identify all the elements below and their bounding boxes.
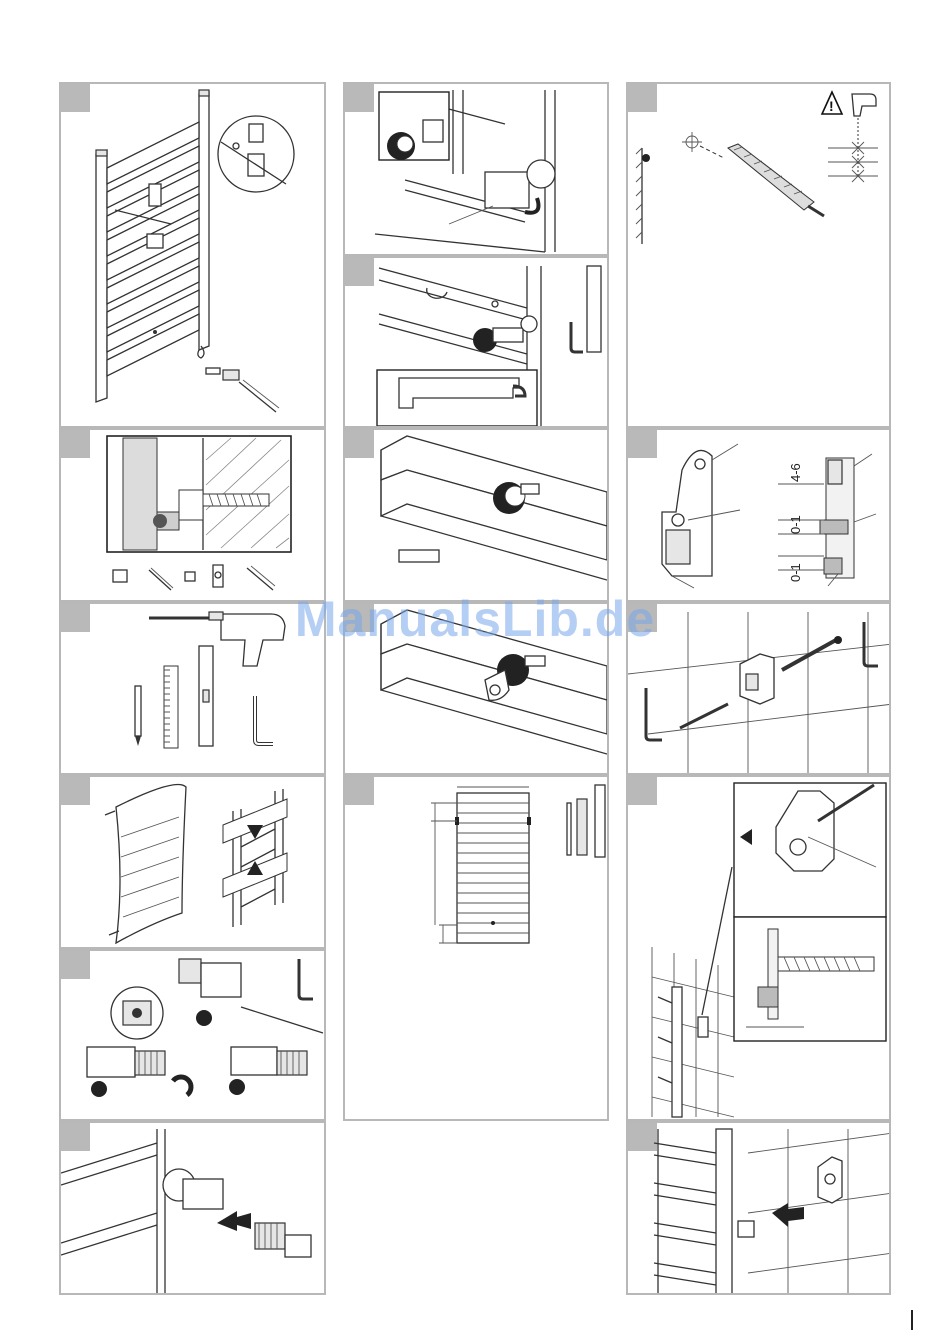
panel-bottom-pin [343, 428, 609, 602]
wall-anchor-illustration [61, 430, 326, 602]
mount-bracket-illustration [628, 604, 891, 775]
panel-tools [59, 602, 326, 775]
dim-0-1-lower: 0-1 [788, 563, 803, 582]
panel-rotate-pin [343, 82, 609, 256]
panel-unpacking [59, 775, 326, 949]
panel-valve-adapter [59, 949, 326, 1121]
panel-hex-key [343, 256, 609, 428]
panel-bracket-alignment [626, 775, 891, 1121]
panel-insert-adapter [59, 1121, 326, 1295]
insert-illustration [61, 1123, 326, 1295]
panel-mount-bracket [626, 602, 891, 775]
hang-illustration [628, 1123, 891, 1295]
panel-hang-radiator [626, 1121, 891, 1295]
panel-bracket-section [59, 428, 326, 602]
unpacking-illustration [61, 777, 326, 949]
dimension-illustration [345, 777, 609, 1121]
bracket-depth-illustration: 4-6 0-1 0-1 [628, 430, 891, 602]
page-edge-mark [911, 1310, 913, 1330]
bottom-bracket-illustration [345, 604, 609, 775]
tools-illustration [61, 604, 326, 775]
panel-dimension-drawing [343, 775, 609, 1121]
drill-illustration: ! [628, 84, 891, 428]
rotate-pin-illustration [345, 84, 609, 256]
dim-0-1-upper: 0-1 [788, 515, 803, 534]
radiator-illustration [61, 84, 326, 428]
panel-drill-wall: ! [626, 82, 891, 428]
adapter-illustration [61, 951, 326, 1121]
bottom-pin-illustration [345, 430, 609, 602]
dim-4-6: 4-6 [788, 463, 803, 482]
svg-text:!: ! [829, 98, 834, 114]
hex-key-illustration [345, 258, 609, 428]
panel-radiator-overview [59, 82, 326, 428]
panel-bracket-depth: 4-6 0-1 0-1 [626, 428, 891, 602]
panel-bottom-bracket [343, 602, 609, 775]
alignment-illustration [628, 777, 891, 1121]
